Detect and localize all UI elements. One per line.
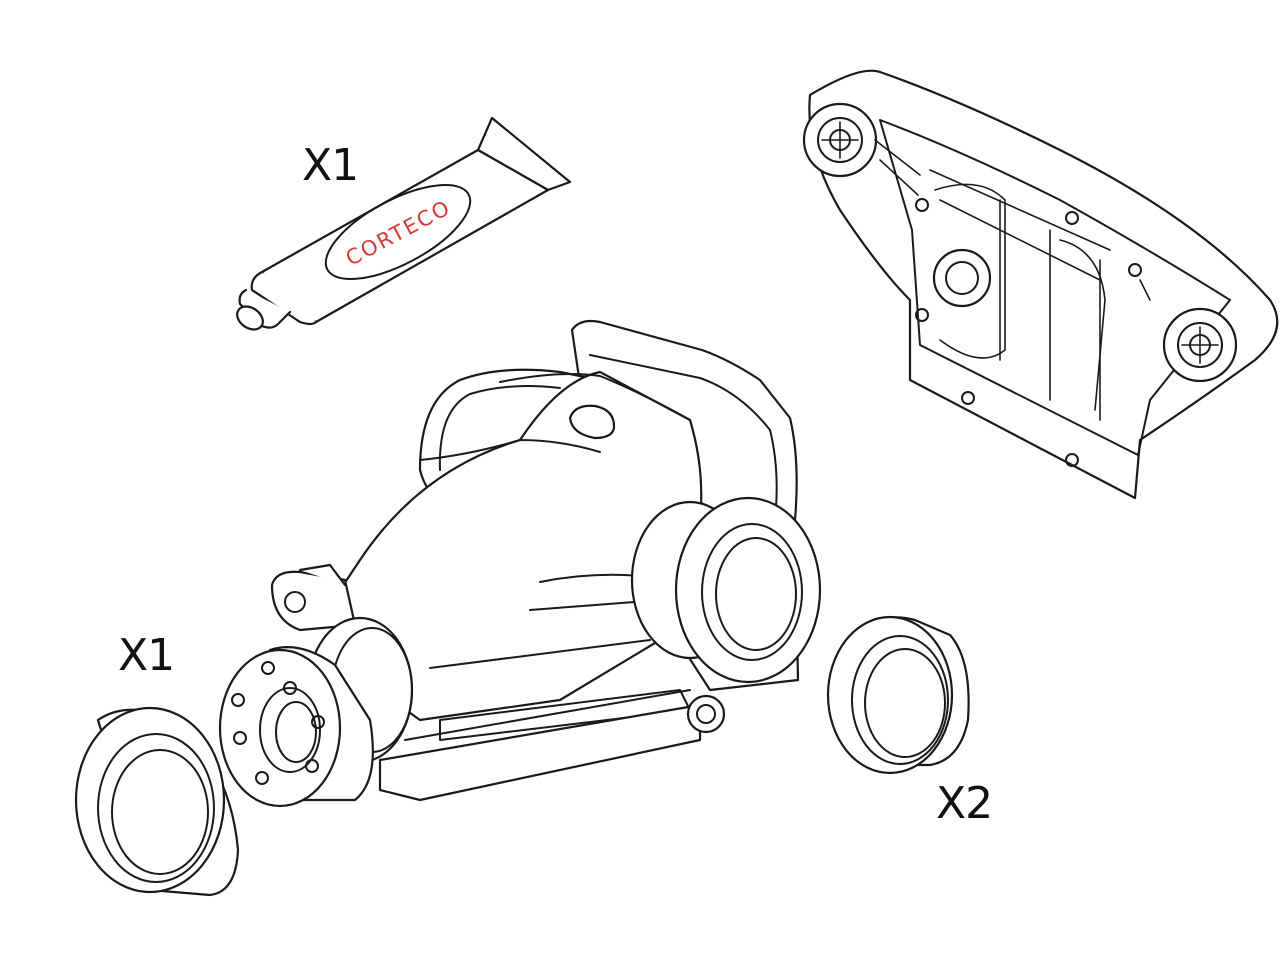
sealant-tube: CORTECO xyxy=(236,116,572,331)
sealant-tube-quantity: X1 xyxy=(302,140,359,191)
side-seal xyxy=(826,615,970,775)
front-seal xyxy=(74,706,240,897)
drive-flange xyxy=(218,646,374,808)
side-seal-quantity: X2 xyxy=(936,778,993,829)
front-seal-quantity: X1 xyxy=(118,630,175,681)
differential-housing xyxy=(270,319,822,802)
housing-cover xyxy=(802,69,1279,500)
